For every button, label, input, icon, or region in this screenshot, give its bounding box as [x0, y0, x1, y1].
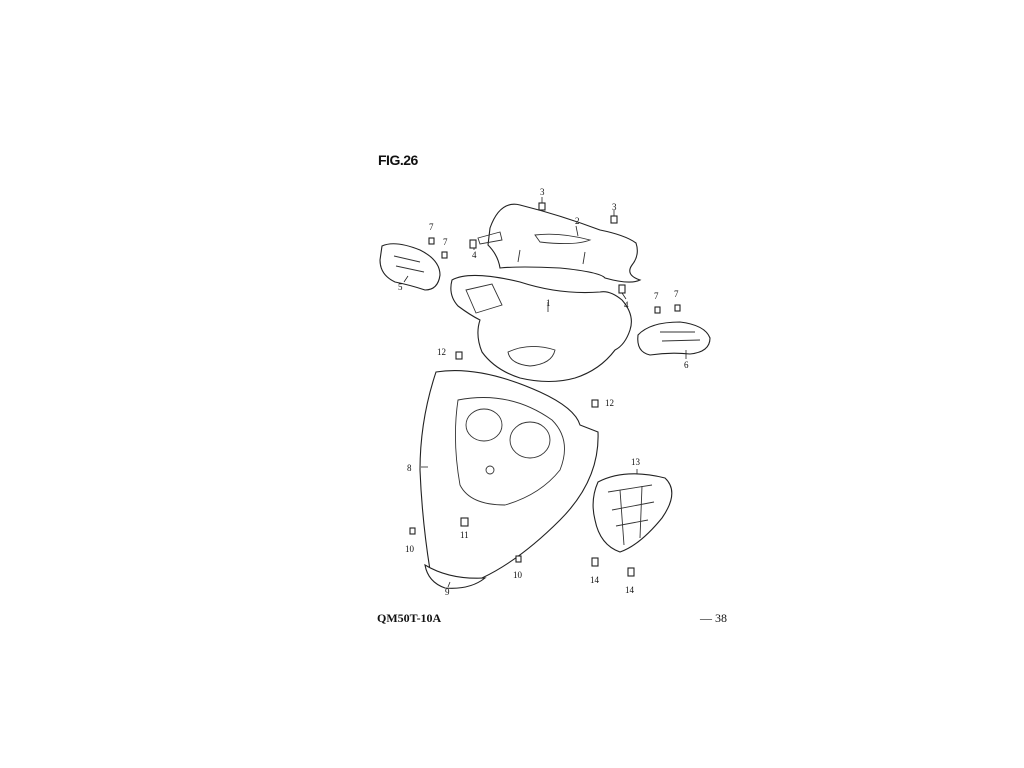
callout-1: 1 — [546, 298, 551, 308]
callout-9: 9 — [445, 587, 450, 597]
callout-6: 6 — [684, 360, 689, 370]
callout-numbers: 1 2 3 3 4 4 5 6 7 7 7 7 8 9 10 10 11 12 … — [398, 187, 689, 597]
callout-14b: 14 — [625, 585, 635, 595]
callout-3b: 3 — [612, 202, 617, 212]
callout-2: 2 — [575, 216, 580, 226]
callout-5: 5 — [398, 282, 403, 292]
callout-7b: 7 — [443, 237, 448, 247]
callout-12b: 12 — [605, 398, 614, 408]
callout-10b: 10 — [513, 570, 523, 580]
page-dash: — — [700, 611, 712, 625]
callout-13: 13 — [631, 457, 641, 467]
callout-14a: 14 — [590, 575, 600, 585]
part-5-left-hand-guard — [379, 243, 441, 291]
callout-4a: 4 — [472, 250, 477, 260]
part-13-inner-grille — [592, 473, 673, 553]
callout-3a: 3 — [540, 187, 545, 197]
part-1-front-handlebar-cover — [450, 274, 632, 383]
part-2-upper-handlebar-cover — [477, 203, 642, 283]
model-number: QM50T-10A — [377, 611, 442, 625]
callout-4b: 4 — [624, 300, 629, 310]
callout-11: 11 — [460, 530, 469, 540]
part-6-right-hand-guard — [637, 321, 711, 356]
callout-leaders — [403, 197, 687, 588]
part-9-lower-trim — [424, 563, 487, 589]
page-number: — 38 — [700, 611, 727, 626]
callout-8: 8 — [407, 463, 412, 473]
callout-7c: 7 — [654, 291, 659, 301]
callout-7a: 7 — [429, 222, 434, 232]
fasteners — [409, 202, 681, 577]
part-8-front-shield — [419, 370, 599, 581]
figure-title: FIG.26 — [378, 152, 418, 168]
callout-12a: 12 — [437, 347, 446, 357]
callout-7d: 7 — [674, 289, 679, 299]
page-number-value: 38 — [715, 611, 727, 625]
callout-10a: 10 — [405, 544, 415, 554]
